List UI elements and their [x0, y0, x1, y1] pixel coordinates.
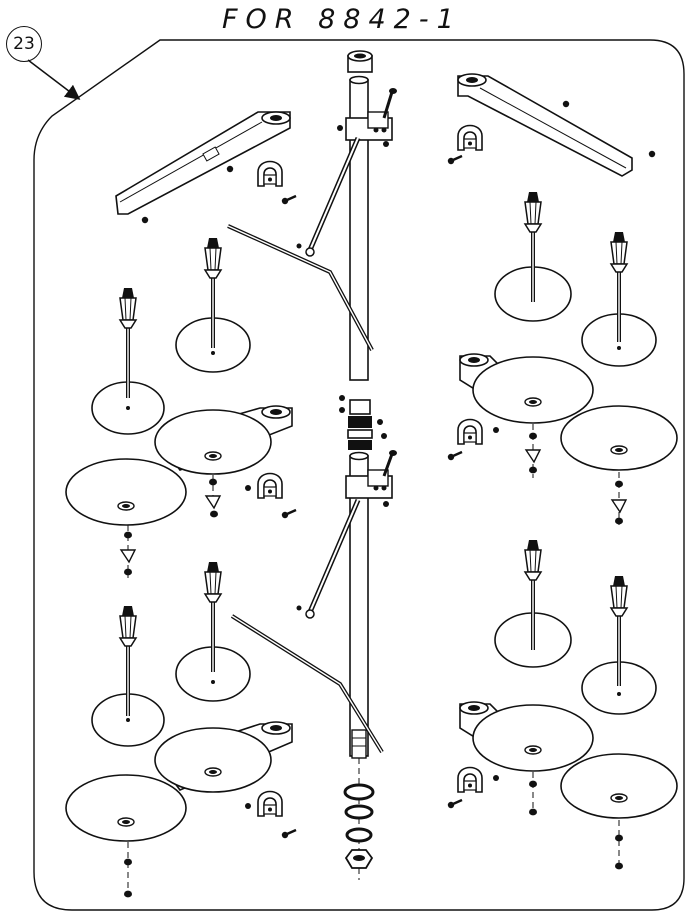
- right-upper-spool-group: [446, 190, 678, 525]
- right-upper-arm: [457, 73, 656, 177]
- callout-leader-arrow: [27, 59, 81, 100]
- left-upper-arm: [115, 111, 291, 224]
- callout-number: 23: [6, 26, 42, 62]
- assembly-boundary: [33, 39, 685, 911]
- left-upper-spool-group: [65, 236, 298, 578]
- mast-base-washers: [343, 758, 375, 880]
- mast-upper-bracket: [337, 88, 397, 147]
- mast-top-cap: [347, 50, 373, 73]
- center-mast: [227, 50, 397, 880]
- left-lower-spool-group: [65, 560, 298, 898]
- diagram-title: FOR 8842-1: [222, 4, 462, 35]
- mast-coupler: [339, 395, 387, 450]
- mast-lower-bracket: [345, 450, 397, 507]
- right-lower-spool-group: [446, 538, 678, 870]
